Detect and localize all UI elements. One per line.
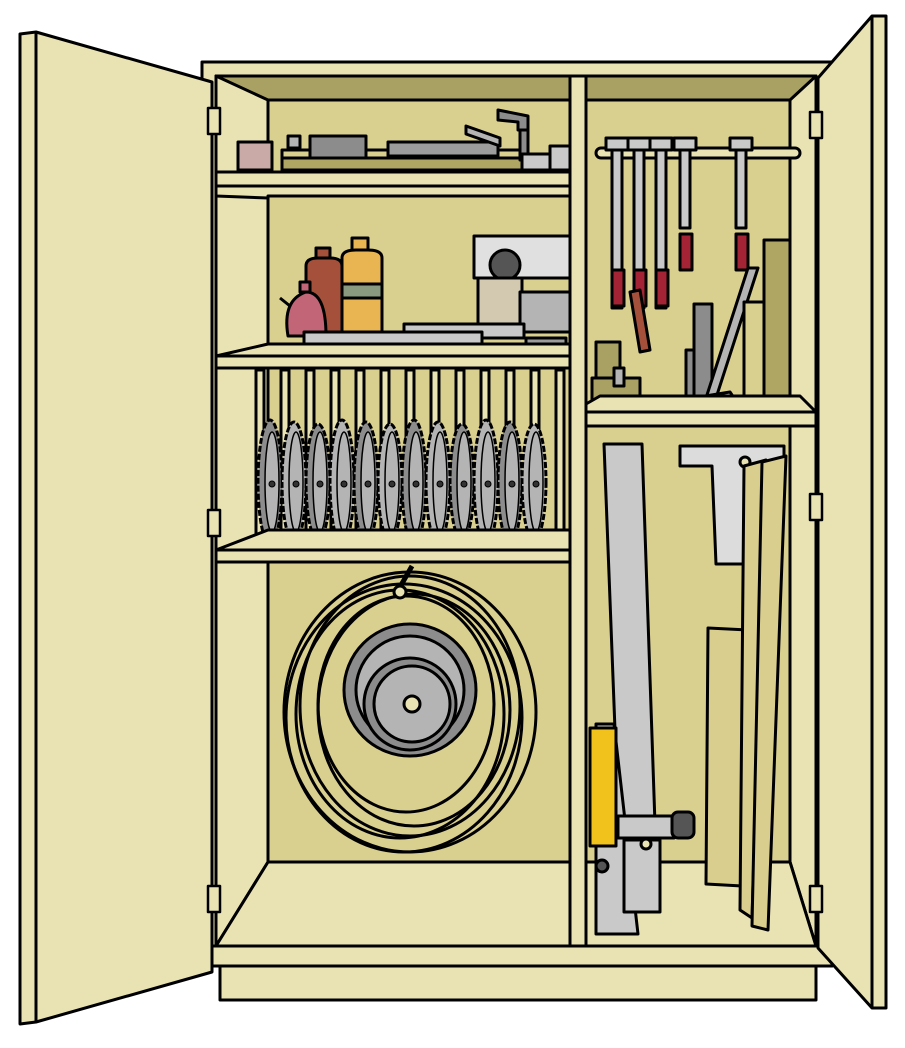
- hinge-icon: [206, 106, 222, 136]
- saw-blade-icon: [472, 418, 500, 546]
- chemicals-shelf: [214, 234, 572, 370]
- left-door: [18, 30, 214, 1026]
- saw-blade-icon: [424, 420, 452, 544]
- rack-divider: [554, 368, 566, 548]
- tall-storage: [588, 442, 788, 936]
- blade-rack-shelf: [214, 528, 572, 564]
- right-door: [816, 14, 888, 1010]
- bar-clamp-icon: [672, 136, 698, 272]
- saw-blade-icon: [328, 418, 356, 546]
- saw-blade-rack: [254, 368, 566, 548]
- saw-blade-icon: [520, 422, 548, 542]
- hinge-icon: [808, 110, 824, 140]
- clamp-handle-icon: [628, 288, 652, 354]
- saw-blade-icon: [352, 420, 380, 544]
- top-shelf: [214, 108, 572, 200]
- yellow-block-icon: [588, 726, 618, 848]
- hinge-icon: [206, 884, 222, 914]
- hinge-icon: [206, 508, 222, 538]
- oil-can-icon: [279, 280, 328, 338]
- orange-bottle-icon: [340, 236, 384, 334]
- bar-clamp-icon: [728, 136, 754, 272]
- saw-blade-icon: [256, 418, 284, 546]
- bar-clamp-icon: [604, 136, 630, 310]
- saw-blade-icon: [280, 420, 308, 544]
- saw-blade-icon: [448, 422, 476, 542]
- saw-blade-icon: [400, 418, 428, 546]
- hinge-icon: [808, 492, 824, 522]
- bandsaw-blade-storage: [282, 564, 538, 854]
- right-mid-shelf: [584, 238, 818, 428]
- saw-blade-icon: [496, 420, 524, 544]
- hanger-hook-icon: [392, 564, 415, 600]
- circular-blade-large-icon: [342, 622, 478, 758]
- hinge-icon: [808, 884, 824, 914]
- saw-blade-icon: [304, 422, 332, 542]
- bar-clamp-icon: [648, 136, 674, 310]
- hinges: [206, 106, 824, 914]
- clamps: [604, 136, 754, 354]
- saw-blade-icon: [376, 422, 404, 542]
